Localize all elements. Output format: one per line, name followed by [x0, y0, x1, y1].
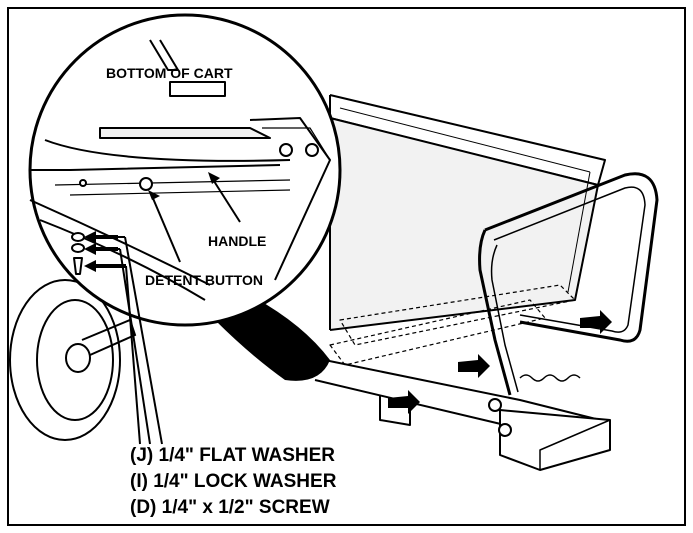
detail-magnifier — [28, 13, 342, 445]
figure-border — [7, 7, 686, 526]
cart-handle — [478, 172, 659, 396]
pointer-arrows — [388, 310, 612, 414]
label-screw: (D) 1/4" x 1/2" SCREW — [130, 497, 330, 518]
label-lock-washer: (I) 1/4" LOCK WASHER — [130, 471, 337, 492]
label-detent-button: DETENT BUTTON — [145, 272, 263, 288]
label-handle: HANDLE — [208, 233, 267, 249]
label-bottom-of-cart: BOTTOM OF CART — [106, 65, 233, 81]
wheel — [9, 279, 137, 441]
label-flat-washer: (J) 1/4" FLAT WASHER — [130, 445, 336, 466]
cart-body — [299, 94, 611, 471]
